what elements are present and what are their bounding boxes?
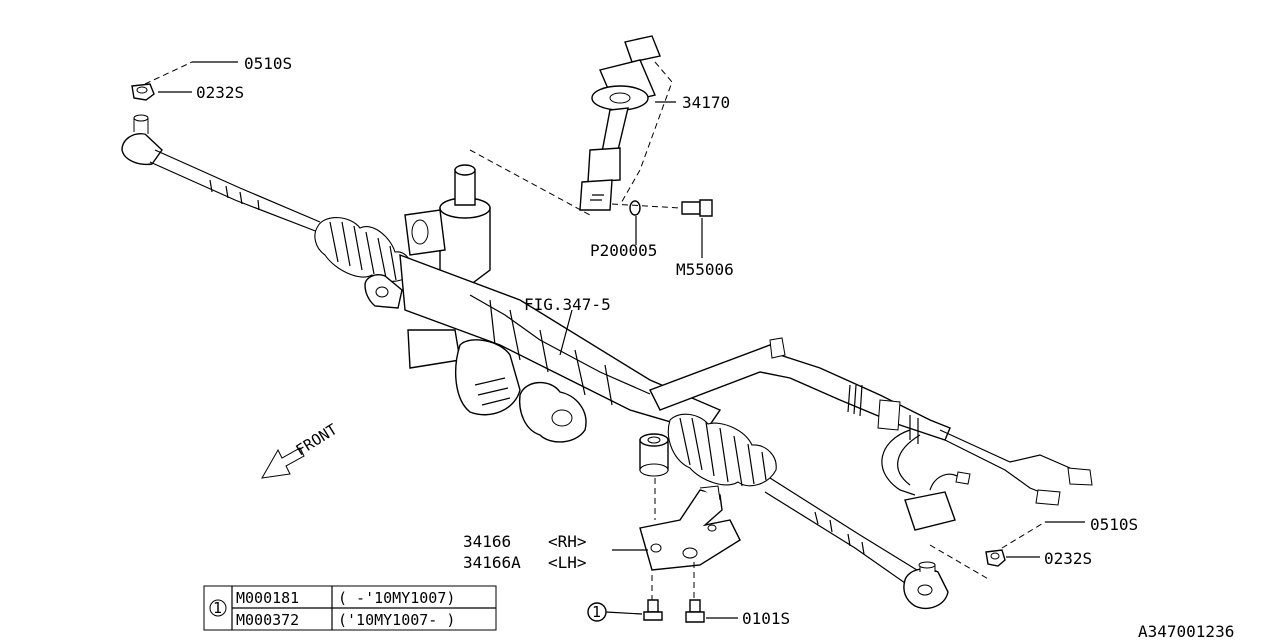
label-nut-top: 0232S xyxy=(196,83,244,102)
label-bracket-rh-side: <RH> xyxy=(548,532,587,551)
tie-rod-end-left xyxy=(121,114,321,233)
leader-right-dash xyxy=(929,544,991,581)
label-bolt-right: 0510S xyxy=(1090,515,1138,534)
label-front: FRONT xyxy=(293,420,341,459)
legend-row-2-range: ('10MY1007- ) xyxy=(338,611,455,629)
bracket xyxy=(639,485,741,571)
label-shaft: 34170 xyxy=(682,93,730,112)
bolt-callout-1 xyxy=(643,599,663,621)
legend-marker-circle xyxy=(209,599,227,617)
label-nut-right: 0232S xyxy=(1044,549,1092,568)
mount-bushing xyxy=(639,433,669,477)
nut-0232s-left xyxy=(131,83,155,101)
label-diagram-id: A347001236 xyxy=(1138,622,1234,640)
wiring-harness xyxy=(649,337,1093,531)
label-bolt-shaft: M55006 xyxy=(676,260,734,279)
shaft-dash-right xyxy=(619,61,673,206)
nut-0232s-right xyxy=(985,549,1006,567)
leader-bolt-right-dash xyxy=(1001,521,1046,549)
legend-table: 1 M000181 ( -'10MY1007) M000372 ('10MY10… xyxy=(203,585,497,631)
label-bracket-rh-no: 34166 xyxy=(463,532,511,551)
steering-rack xyxy=(314,164,926,591)
bolt-m55006 xyxy=(681,199,713,217)
label-bracket-lh-no: 34166A xyxy=(463,553,521,572)
label-fig-ref: FIG.347-5 xyxy=(524,295,611,314)
washer xyxy=(629,200,641,216)
legend-row-2-part: M000372 xyxy=(236,611,299,629)
leader-bolt-top xyxy=(144,61,193,85)
leader-fig xyxy=(559,309,573,356)
label-washer: P200005 xyxy=(590,241,657,260)
bolt-0101s xyxy=(685,599,705,623)
washer-dash xyxy=(611,203,681,209)
label-bolt-top: 0510S xyxy=(244,54,292,73)
leader-callout xyxy=(605,611,643,615)
front-arrow xyxy=(261,447,305,479)
legend-marker: 1 xyxy=(213,599,222,617)
label-callout-1: 1 xyxy=(592,603,601,621)
shaft-dash-left xyxy=(469,149,591,216)
tie-rod-end-right xyxy=(903,561,949,610)
intermediate-shaft xyxy=(579,35,661,211)
label-bracket-lh-side: <LH> xyxy=(548,553,587,572)
legend-row-1-range: ( -'10MY1007) xyxy=(338,589,455,607)
label-bolt-bottom: 0101S xyxy=(742,609,790,628)
legend-row-1-part: M000181 xyxy=(236,589,299,607)
